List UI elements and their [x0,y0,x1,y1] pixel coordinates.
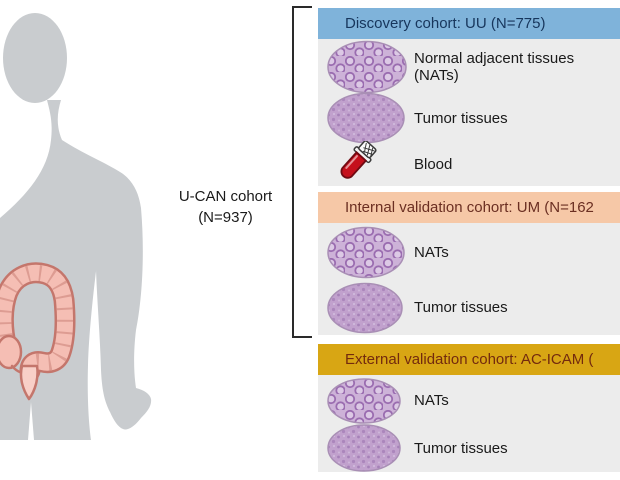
specimen-row: NATs [326,225,620,280]
specimen-label: Tumor tissues [414,299,508,316]
internal-validation-cohort-box: Internal validation cohort: UM (N=162 NA… [318,192,620,335]
specimen-row: Tumor tissues [326,424,620,472]
specimen-row: Normal adjacent tissues (NATs) [326,40,620,94]
ucan-cohort-n: (N=937) [198,209,253,226]
nat-histology-icon [326,377,414,424]
ucan-cohort-label: U-CAN cohort (N=937) [158,186,293,228]
bracket-bottom-arm [292,336,312,338]
cecum-illustration [0,334,23,370]
bracket-top-arm [292,6,312,8]
internal-validation-header: Internal validation cohort: UM (N=162 [318,192,620,223]
tumor-histology-icon [326,282,414,334]
body-silhouette [0,13,152,440]
external-validation-cohort-box: External validation cohort: AC-ICAM ( NA… [318,344,620,472]
specimen-label: Tumor tissues [414,439,508,457]
head-silhouette [3,13,67,103]
arm-silhouette [95,168,152,430]
blood-tube-icon [326,141,414,187]
specimen-label: Blood [414,155,453,173]
tumor-histology-icon [326,424,414,472]
discovery-cohort-header: Discovery cohort: UU (N=775) [318,8,620,39]
specimen-label: Tumor tissues [414,109,508,127]
specimen-row: Blood [326,141,620,187]
specimen-row: NATs [326,377,620,424]
internal-validation-body: NATs Tumor tissues [318,223,620,335]
nat-histology-icon [326,226,414,279]
bracket-vertical-line [292,6,294,338]
colon-fill [0,264,73,379]
external-validation-body: NATs Tumor tissues [318,375,620,472]
nat-histology-icon [326,40,414,94]
discovery-cohort-box: Discovery cohort: UU (N=775) Normal adja… [318,8,620,186]
specimen-label: NATs [414,392,449,409]
tumor-histology-icon [326,92,414,144]
specimen-row: Tumor tissues [326,280,620,335]
specimen-label: NATs [414,244,449,261]
external-validation-header: External validation cohort: AC-ICAM ( [318,344,620,375]
specimen-row: Tumor tissues [326,92,620,144]
rectum-illustration [19,364,39,401]
specimen-label: Normal adjacent tissues (NATs) [414,50,575,84]
ucan-cohort-name: U-CAN cohort [178,188,273,205]
discovery-cohort-body: Normal adjacent tissues (NATs) Tumor tis… [318,39,620,186]
